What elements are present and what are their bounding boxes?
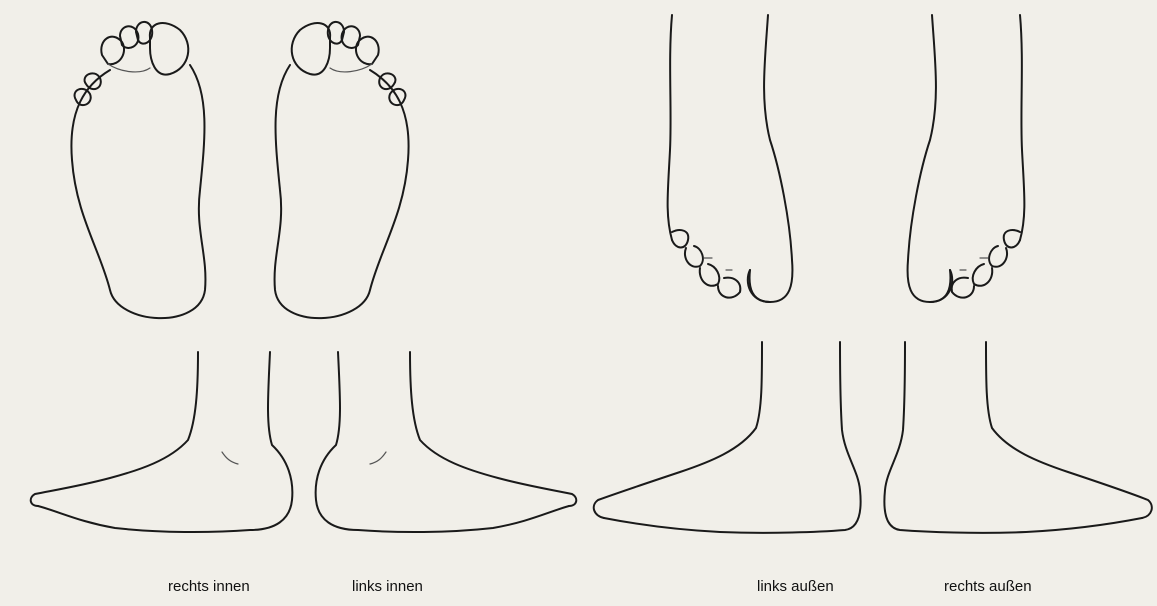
right-foot-top-icon [908,15,1025,302]
right-foot-inner-side-icon [31,352,293,532]
label-left-outer: links außen [757,578,834,595]
left-foot-top-icon [668,15,793,302]
label-right-inner: rechts innen [168,578,250,595]
label-right-outer: rechts außen [944,578,1032,595]
right-foot-outer-side-icon [884,342,1151,533]
right-sole-icon [71,22,205,318]
label-left-inner: links innen [352,578,423,595]
left-foot-inner-side-icon [316,352,577,532]
left-foot-outer-side-icon [594,342,861,533]
left-sole-icon [275,22,409,318]
